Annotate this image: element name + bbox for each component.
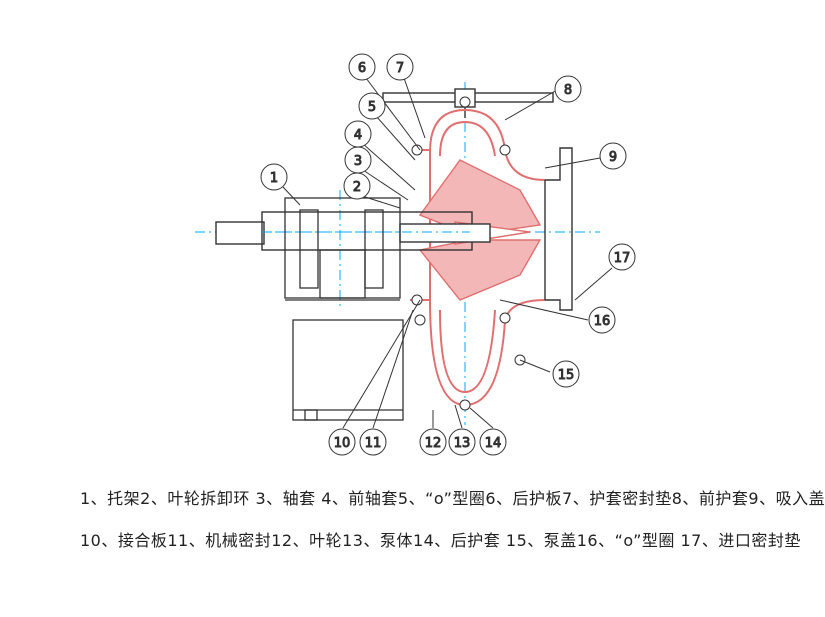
svg-text:10: 10	[334, 436, 351, 451]
svg-text:15: 15	[558, 368, 575, 383]
callout-15: 15	[552, 360, 580, 388]
svg-text:17: 17	[614, 251, 631, 266]
pump-assembly-drawing: 1 2 3 4 5 6 7 8 9 10 11 12 13 14 15 16 1…	[195, 53, 636, 456]
callout-14: 14	[479, 428, 507, 456]
leader-lines	[282, 77, 613, 429]
svg-text:5: 5	[368, 100, 376, 115]
callout-markers: 1 2 3 4 5 6 7 8 9 10 11 12 13 14 15 16 1…	[260, 53, 636, 456]
callout-8: 8	[554, 75, 582, 103]
shaft	[215, 211, 491, 251]
svg-text:7: 7	[396, 61, 404, 76]
svg-text:1: 1	[270, 171, 278, 186]
callout-1: 1	[260, 163, 288, 191]
callout-3: 3	[344, 146, 372, 174]
callout-16: 16	[588, 306, 616, 334]
svg-text:11: 11	[365, 436, 382, 451]
callout-5: 5	[358, 92, 386, 120]
centerlines	[195, 82, 600, 425]
svg-text:12: 12	[425, 436, 442, 451]
svg-text:9: 9	[609, 150, 617, 165]
callout-11: 11	[359, 428, 387, 456]
parts-legend-line-1: 1、托架2、叶轮拆卸环 3、轴套 4、前轴套5、“o”型圈6、后护板7、护套密封…	[80, 489, 825, 508]
bolts	[411, 96, 526, 411]
callout-9: 9	[599, 142, 627, 170]
svg-text:14: 14	[485, 436, 502, 451]
callout-17: 17	[608, 243, 636, 271]
callout-10: 10	[328, 428, 356, 456]
callout-12: 12	[419, 428, 447, 456]
parts-legend-line-2: 10、接合板11、机械密封12、叶轮13、泵体14、后护套 15、泵盖16、“o…	[80, 531, 801, 550]
svg-text:4: 4	[354, 128, 362, 143]
svg-text:8: 8	[564, 83, 572, 98]
svg-text:6: 6	[358, 61, 366, 76]
suction-cover	[544, 147, 573, 311]
callout-2: 2	[343, 172, 371, 200]
svg-text:13: 13	[454, 436, 471, 451]
svg-text:3: 3	[354, 154, 362, 169]
svg-text:2: 2	[353, 180, 361, 195]
callout-13: 13	[448, 428, 476, 456]
callout-6: 6	[348, 53, 376, 81]
svg-text:16: 16	[594, 314, 611, 329]
callout-4: 4	[344, 120, 372, 148]
bearing-frame	[284, 197, 404, 421]
callout-7: 7	[386, 53, 414, 81]
